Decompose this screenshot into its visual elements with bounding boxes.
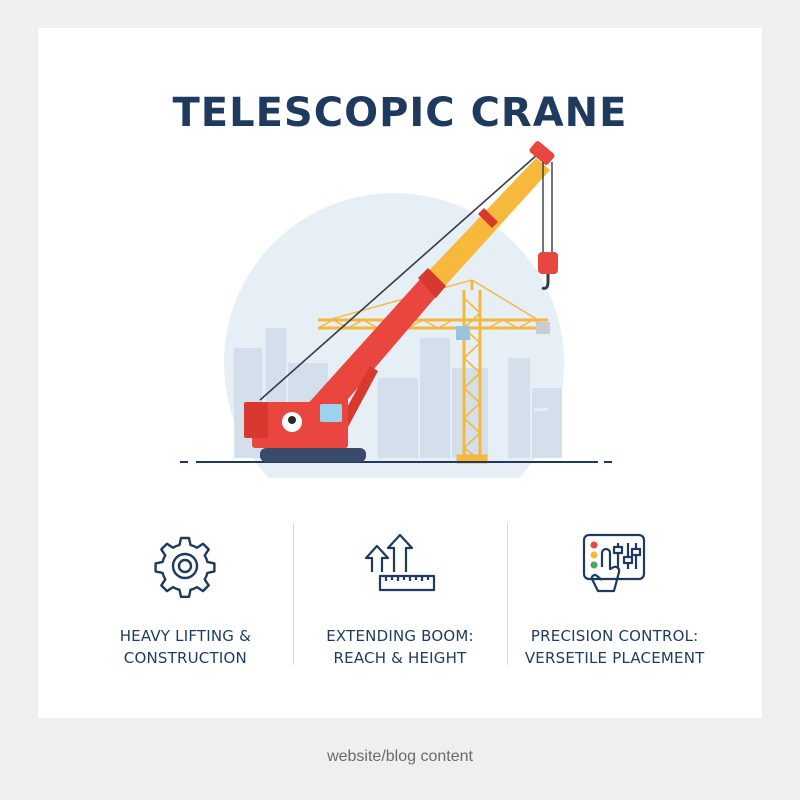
boom-tip [529,141,555,165]
boom-cable [259,153,539,401]
footer-caption: website/blog content [327,748,473,765]
infographic-card: TELESCOPIC CRANE [38,28,762,718]
crane-cab-window [320,404,342,422]
feature-label-line1: PRECISION CONTROL: [530,627,699,645]
tower-crane-counterweight [536,322,550,334]
feature-label-line1: EXTENDING BOOM: [326,627,474,645]
feature-label-line2: VERSETILE PLACEMENT [524,649,705,667]
crane-tracks [260,448,366,462]
telescopic-boom [420,158,550,296]
feature-precision-control: PRECISION CONTROL: VERSETILE PLACEMENT [507,523,722,673]
feature-label-line2: REACH & HEIGHT [333,649,467,667]
feature-label-line2: CONSTRUCTION [123,649,247,667]
gear-icon [151,531,219,601]
tower-crane-cab [456,326,470,340]
feature-extending-boom: EXTENDING BOOM: REACH & HEIGHT [292,523,508,673]
control-panel-hand-icon [580,531,650,601]
boom-collar [418,268,446,298]
feature-label-line1: HEAVY LIFTING & [119,627,251,645]
boom-collar-upper [478,208,498,228]
feature-heavy-lifting: HEAVY LIFTING & CONSTRUCTION [78,523,293,673]
hook-block [538,252,558,274]
crane-hook [541,274,550,290]
extending-arrows-ruler-icon [364,531,436,601]
crane-body-rear [244,402,268,438]
page-title: TELESCOPIC CRANE [172,90,628,136]
crane-illustration [180,141,612,478]
feature-row: HEAVY LIFTING & CONSTRUCTION EXTENDING B [78,523,722,673]
